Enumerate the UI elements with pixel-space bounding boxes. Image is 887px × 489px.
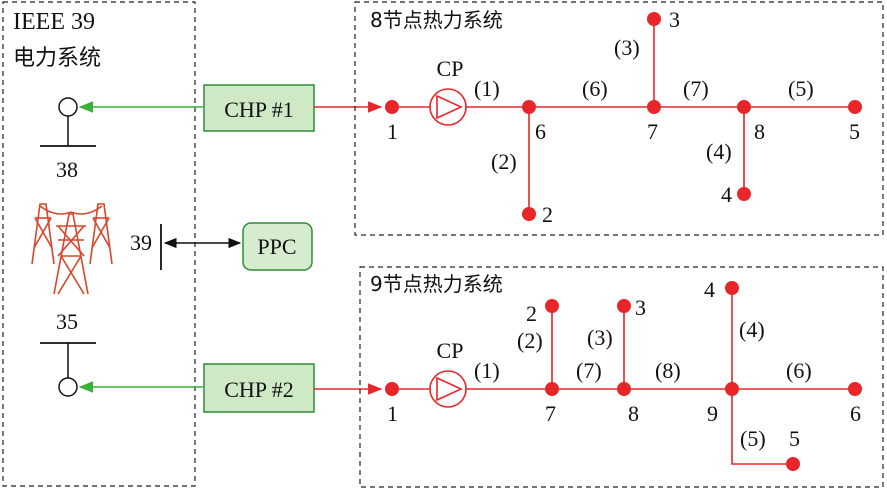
node-8 [737,100,751,114]
pipe-label: (4) [739,317,765,342]
pipe-label: (8) [655,358,681,383]
pump-label: CP [437,338,464,363]
chp1-label: CHP #1 [224,97,293,122]
heat-system-9-title: 9节点热力系统 [370,272,503,296]
heat-system-9-node: 9节点热力系统 CP 1 7 8 [359,266,884,488]
node-label: 6 [535,119,546,144]
generator-bus-35: 35 [40,309,96,397]
node-label: 6 [850,401,861,426]
node-6 [848,382,862,396]
heat-system-8-node: 8节点热力系统 CP 1 6 7 8 5 [354,1,884,236]
heat-system-8-nodes [385,12,862,221]
node-3 [647,12,661,26]
node-label: 1 [387,401,398,426]
node-label: 3 [635,295,646,320]
power-system-panel: IEEE 39 电力系统 38 [2,1,196,487]
pipe-label: (4) [706,139,732,164]
chp1-box: CHP #1 [203,84,315,132]
node-3 [617,299,631,313]
node-label: 8 [754,119,765,144]
node-5 [848,100,862,114]
pipe-label: (6) [786,358,812,383]
generator-35-icon [58,377,78,397]
circulating-pump-icon [429,370,467,408]
node-1 [385,382,399,396]
node-label: 8 [628,401,639,426]
node-4 [725,281,739,295]
pipe-label: (7) [576,358,602,383]
node-1 [385,100,399,114]
node-5 [786,457,800,471]
node-2 [522,207,536,221]
bus-39: 39 [130,224,162,270]
heat-system-8-node-labels: 1 6 7 8 5 3 2 4 [387,7,860,227]
node-label: 9 [707,401,718,426]
node-label: 1 [387,119,398,144]
heat-system-8-pipe-labels: (1) (6) (7) (5) (3) (2) (4) [474,35,814,174]
bus-38-label: 38 [56,157,78,182]
node-4 [737,187,751,201]
node-2 [545,299,559,313]
heat-system-8-border [354,1,884,236]
pipe-label: (5) [740,426,766,451]
heat-system-9-border [359,266,884,488]
transmission-tower-icon [31,203,113,295]
pipe-label: (7) [683,76,709,101]
ppc-box: PPC [242,222,313,271]
pipe-label: (6) [582,76,608,101]
heat-system-8-title: 8节点热力系统 [370,8,503,32]
pipe-label: (1) [474,358,500,383]
node-label: 7 [545,401,556,426]
node-8 [617,382,631,396]
node-label: 3 [669,7,680,32]
power-system-border [2,1,196,487]
pump-label: CP [437,56,464,81]
ppc-label: PPC [257,234,296,259]
node-label: 2 [526,301,537,326]
power-system-title-line2: 电力系统 [13,46,101,71]
chp2-label: CHP #2 [224,377,293,402]
heat-system-9-pipes [392,288,855,465]
pipe-label: (2) [491,149,517,174]
pipe-label: (2) [517,328,543,353]
pipe-label: (5) [788,76,814,101]
generator-38-icon [58,97,78,117]
node-label: 4 [704,277,715,302]
node-label: 2 [542,202,553,227]
bus-39-label: 39 [130,230,152,255]
power-system-title-line1: IEEE 39 [13,9,95,35]
chp2-box: CHP #2 [203,363,315,413]
pipe-label: (1) [474,76,500,101]
heat-system-9-pump: CP [429,338,467,408]
node-label: 4 [721,182,732,207]
node-label: 7 [647,119,658,144]
bus-35-label: 35 [56,309,78,334]
heat-system-9-pipe-labels: (1) (7) (8) (6) (2) (3) (4) (5) [474,317,812,451]
heat-system-9-nodes [385,281,862,471]
node-label: 5 [849,119,860,144]
heat-system-8-pump: CP [429,56,467,126]
node-7 [545,382,559,396]
circulating-pump-icon [429,88,467,126]
node-label: 5 [789,426,800,451]
generator-bus-38: 38 [40,97,96,182]
node-6 [522,100,536,114]
node-9 [725,382,739,396]
pipe-label: (3) [587,325,613,350]
pipe-label: (3) [614,35,640,60]
heat-system-9-node-labels: 1 7 8 9 6 2 3 4 5 [387,277,861,451]
node-7 [647,100,661,114]
